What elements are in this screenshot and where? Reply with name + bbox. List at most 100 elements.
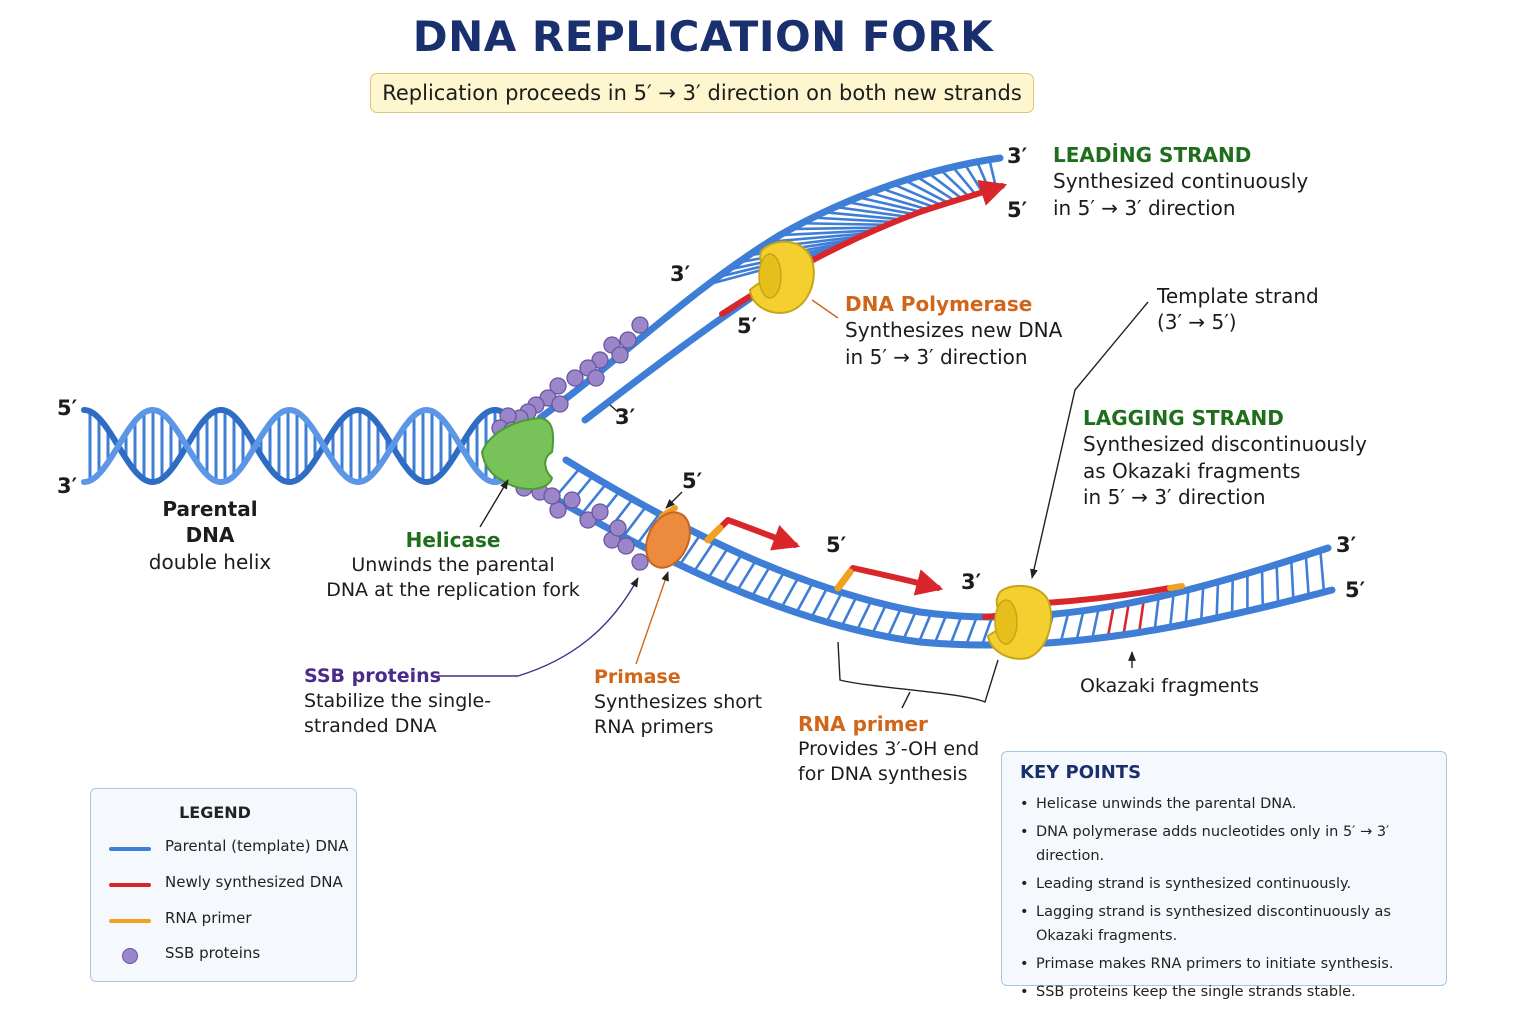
legend-swatch-parental (109, 847, 151, 851)
lagging-strand-arm (536, 456, 1336, 649)
base-pair-rung (1184, 589, 1190, 625)
key-points-list: Helicase unwinds the parental DNA. DNA p… (1020, 792, 1444, 1008)
leading-strand-line1: Synthesized continuously (1053, 169, 1309, 194)
legend-title: LEGEND (179, 803, 251, 822)
base-pair-rung (902, 610, 918, 641)
base-pair-rung (892, 183, 942, 207)
template-line1: Template strand (1157, 284, 1319, 308)
dna-polymerase-leading (748, 240, 815, 314)
base-pair-rung (1153, 596, 1160, 631)
parental-line1: Parental (162, 497, 258, 521)
helix-base-pairs (88, 410, 515, 482)
rna-primer-1 (704, 524, 724, 544)
helicase-title: Helicase (405, 528, 501, 552)
ssb-protein (587, 369, 605, 387)
base-pair-rung (780, 577, 800, 609)
primase-enzyme (645, 511, 691, 569)
base-pair-rung (1090, 608, 1100, 640)
lag-end-5-prime: 5′ (1345, 578, 1366, 602)
key-point-item: Lagging strand is synthesized discontinu… (1020, 900, 1444, 948)
legend-swatch-new (109, 883, 151, 887)
base-pair-rung (1168, 593, 1175, 628)
lagging-strand-callout: LAGGING STRAND Synthesized discontinuous… (1083, 405, 1367, 511)
key-point-item: SSB proteins keep the single strands sta… (1020, 980, 1444, 1004)
base-pair-rung (810, 587, 829, 619)
legend-swatch-primer (109, 919, 151, 923)
legend-label-new: Newly synthesized DNA (165, 873, 343, 891)
base-pair-rung (1122, 602, 1131, 636)
base-pair-rung (980, 616, 994, 646)
polymerase-pointer (811, 299, 839, 319)
base-pair-rung (736, 559, 757, 592)
callout-lines (438, 299, 1149, 709)
lead-fork-3-prime: 3′ (615, 405, 636, 429)
polymerase-title: DNA Polymerase (845, 292, 1033, 316)
key-point-item: DNA polymerase adds nucleotides only in … (1020, 820, 1444, 868)
key-point-item: Leading strand is synthesized continuous… (1020, 872, 1444, 896)
leading-base-pairs (707, 159, 998, 286)
legend-label-ssb: SSB proteins (165, 944, 261, 962)
lagging-strand-line1: Synthesized discontinuously (1083, 432, 1367, 457)
direction-banner: Replication proceeds in 5′ → 3′ directio… (370, 73, 1034, 113)
base-pair-rung (765, 571, 786, 603)
base-pair-rung (855, 600, 873, 631)
ssb-title: SSB proteins (304, 665, 441, 687)
legend-item-new: Newly synthesized DNA (109, 873, 349, 897)
legend-swatch-ssb (122, 948, 138, 964)
ssb-protein (631, 316, 649, 334)
template-pointer (1030, 301, 1149, 579)
rna-primer-callout: RNA primer Provides 3′-OH end for DNA sy… (798, 711, 979, 788)
base-pair-rung (939, 168, 970, 198)
ssb-protein (549, 377, 567, 395)
ssb-protein (591, 503, 609, 521)
ssb-protein (609, 519, 627, 537)
primase-title: Primase (594, 666, 681, 688)
leading-template-strand (536, 154, 1004, 422)
lagging-strand-line2: as Okazaki fragments (1083, 458, 1301, 483)
helicase-line2: DNA at the replication fork (326, 579, 580, 602)
primase-callout: Primase Synthesizes short RNA primers (594, 665, 762, 740)
base-pair-rung (801, 221, 888, 227)
ssb-protein (631, 553, 649, 571)
base-pair-rung (927, 172, 963, 200)
base-pair-rung (1230, 577, 1235, 615)
base-pair-rung (721, 553, 743, 586)
helix-strand-b (81, 406, 517, 486)
parental-line3: double helix (148, 549, 272, 574)
ssb-protein (617, 537, 635, 555)
key-points-panel: KEY POINTS Helicase unwinds the parental… (1001, 751, 1447, 1004)
okazaki-arrow-2 (842, 565, 944, 596)
base-pair-rung (916, 175, 956, 202)
base-pair-rung (951, 166, 977, 196)
ssb-proteins (491, 316, 649, 571)
ssb-line1: Stabilize the single- (304, 690, 492, 713)
base-pair-rung (1199, 585, 1205, 622)
base-pair-rung (869, 191, 929, 211)
ssb-pointer (438, 577, 639, 677)
primer-top-pointer (665, 491, 683, 509)
base-pair-rung (857, 195, 922, 213)
helix-5-prime: 5′ (57, 396, 78, 420)
okazaki-fragment-primer (1167, 583, 1185, 591)
base-pair-rung (1106, 605, 1115, 638)
legend-item-ssb: SSB proteins (109, 944, 349, 968)
okazaki-arrow-1 (715, 517, 801, 551)
base-pair-rung (880, 187, 935, 209)
ssb-protein (551, 395, 569, 413)
ssb-protein (563, 491, 581, 509)
lagging-strand-line3: in 5′ → 3′ direction (1083, 485, 1266, 510)
base-pair-rung (871, 604, 888, 635)
okazaki-label: Okazaki fragments (1080, 675, 1259, 697)
ssb-protein (591, 351, 609, 369)
helicase-line1: Unwinds the parental (351, 554, 555, 577)
base-pair-rung (580, 483, 608, 515)
parental-double-helix (81, 406, 517, 486)
base-pair-rung (795, 582, 814, 614)
lag-primer-5-prime: 5′ (682, 469, 703, 493)
base-pair-rung (904, 179, 949, 205)
key-point-item: Primase makes RNA primers to initiate sy… (1020, 952, 1444, 976)
base-pair-rung (692, 540, 716, 573)
lag-mid-3-prime: 3′ (961, 570, 982, 594)
lead-top-5-prime: 5′ (1007, 198, 1028, 222)
